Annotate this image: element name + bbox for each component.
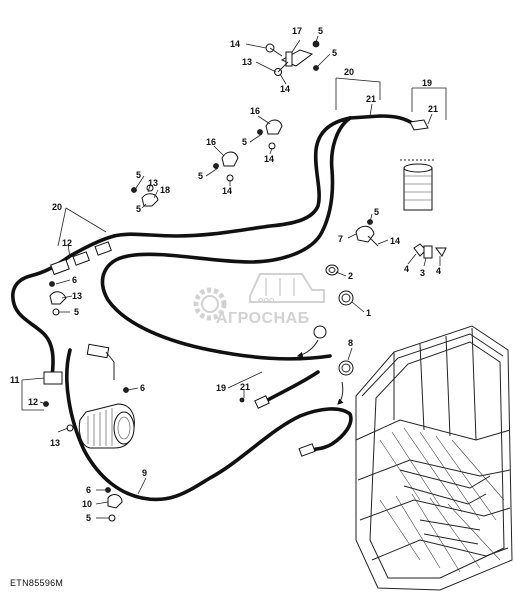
callout-13: 13 xyxy=(72,291,82,301)
callout-21: 21 xyxy=(240,382,250,392)
callout-14: 14 xyxy=(222,186,232,196)
callout-14: 14 xyxy=(230,39,240,49)
cab-frame xyxy=(355,325,513,591)
bracket-7 xyxy=(355,219,379,247)
callout-10: 10 xyxy=(82,499,92,509)
callout-18: 18 xyxy=(160,185,170,195)
callout-6: 6 xyxy=(72,275,77,285)
callout-8: 8 xyxy=(348,338,353,348)
compressor xyxy=(78,387,135,449)
callout-11: 11 xyxy=(10,375,20,385)
clamp-18 xyxy=(131,184,159,207)
callout-2: 2 xyxy=(348,271,353,281)
callout-21: 21 xyxy=(428,104,438,114)
fitting-11 xyxy=(43,343,115,432)
callout-5: 5 xyxy=(242,137,247,147)
callout-9: 9 xyxy=(142,468,147,478)
bracket-parts-3-4 xyxy=(413,243,447,259)
callout-13: 13 xyxy=(50,438,60,448)
hose-20-lower xyxy=(11,234,116,378)
grommets xyxy=(313,264,354,376)
callout-1: 1 xyxy=(366,308,371,318)
callout-3: 3 xyxy=(420,268,425,278)
callout-5: 5 xyxy=(198,171,203,181)
callout-5: 5 xyxy=(332,48,337,58)
callout-16: 16 xyxy=(206,137,216,147)
callout-14: 14 xyxy=(280,84,290,94)
fitting-lower-ends xyxy=(239,395,316,457)
callout-12: 12 xyxy=(62,238,72,248)
callout-14: 14 xyxy=(390,236,400,246)
hose-19-lower xyxy=(262,370,320,404)
clamp-16-lower xyxy=(213,151,239,182)
callout-13: 13 xyxy=(148,178,158,188)
receiver-drier xyxy=(400,119,436,211)
callout-6: 6 xyxy=(140,383,145,393)
clamp-10 xyxy=(105,487,123,522)
callout-12: 12 xyxy=(28,397,38,407)
figure-code: ETN85596M xyxy=(10,578,64,588)
callout-17: 17 xyxy=(292,26,302,36)
callout-7: 7 xyxy=(338,234,343,244)
callout-4: 4 xyxy=(404,264,409,274)
callout-20: 20 xyxy=(52,202,62,212)
callout-5: 5 xyxy=(86,513,91,523)
callout-16: 16 xyxy=(250,106,260,116)
callout-21: 21 xyxy=(366,94,376,104)
callout-5: 5 xyxy=(374,207,379,217)
hose-19-upper xyxy=(348,114,416,126)
hose-9 xyxy=(65,348,353,502)
callout-6: 6 xyxy=(86,485,91,495)
callout-5: 5 xyxy=(318,26,323,36)
callout-19: 19 xyxy=(216,383,226,393)
callout-14: 14 xyxy=(264,154,274,164)
callout-5: 5 xyxy=(136,204,141,214)
clamp-17 xyxy=(265,40,320,76)
callout-5: 5 xyxy=(74,307,79,317)
hose-loop-center xyxy=(100,116,352,361)
callout-4: 4 xyxy=(436,266,441,276)
callout-labels: 17 5 14 13 5 14 20 21 19 21 16 5 14 16 5… xyxy=(10,26,441,523)
leader-lines xyxy=(21,35,447,519)
callout-5: 5 xyxy=(136,170,141,180)
callout-19: 19 xyxy=(422,78,432,88)
route-arrow-2 xyxy=(337,381,344,405)
callout-20: 20 xyxy=(344,67,354,77)
hose-20-upper xyxy=(112,116,352,238)
route-arrow-1 xyxy=(296,339,319,358)
callout-13: 13 xyxy=(242,57,252,67)
